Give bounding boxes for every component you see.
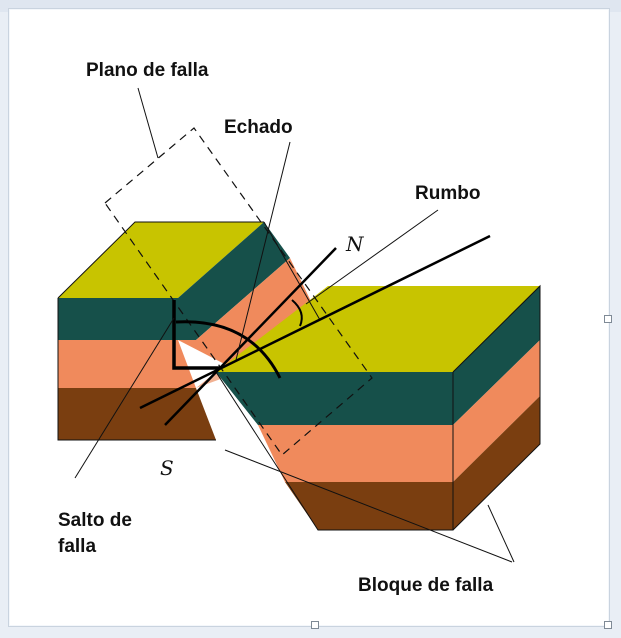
right-block-top [216,286,540,372]
echado-leader [235,141,291,361]
bloque-leader-1 [224,449,513,563]
salto-leader [74,317,175,479]
right-block-green-front [216,372,453,425]
label-bloque-de-falla: Bloque de falla [358,575,494,596]
throw-bracket [172,300,220,370]
resize-handle-right[interactable] [604,315,612,323]
label-salto-de-falla-1: Salto de [58,510,132,531]
left-block-brown-front [58,388,216,440]
north-south-line [164,247,337,426]
plano-leader [137,87,159,159]
fault-plane-outline [104,127,373,456]
label-south: S [160,456,174,480]
label-north: N [346,232,364,256]
resize-handle-bottom-right[interactable] [604,621,612,629]
left-block-green-front [58,298,178,340]
rumbo-leader [305,209,439,305]
dip-arc [175,320,282,379]
right-block-orange-front [258,425,453,482]
label-salto-de-falla-2: falla [58,536,97,557]
left-block-orange-front [58,340,196,388]
left-block-top [58,222,264,298]
right-side-brown [453,396,540,530]
right-side-orange [453,340,540,482]
bloque-leader-2 [487,504,515,563]
left-fault-face-green [178,222,290,340]
label-plano-de-falla: Plano de falla [86,60,209,81]
strike-angle-arc [291,299,303,327]
left-fault-face-orange [178,258,320,372]
strike-line-long [139,234,491,410]
right-side-green [453,286,540,425]
resize-handle-bottom[interactable] [311,621,319,629]
label-rumbo: Rumbo [415,183,481,204]
label-echado: Echado [224,117,293,138]
